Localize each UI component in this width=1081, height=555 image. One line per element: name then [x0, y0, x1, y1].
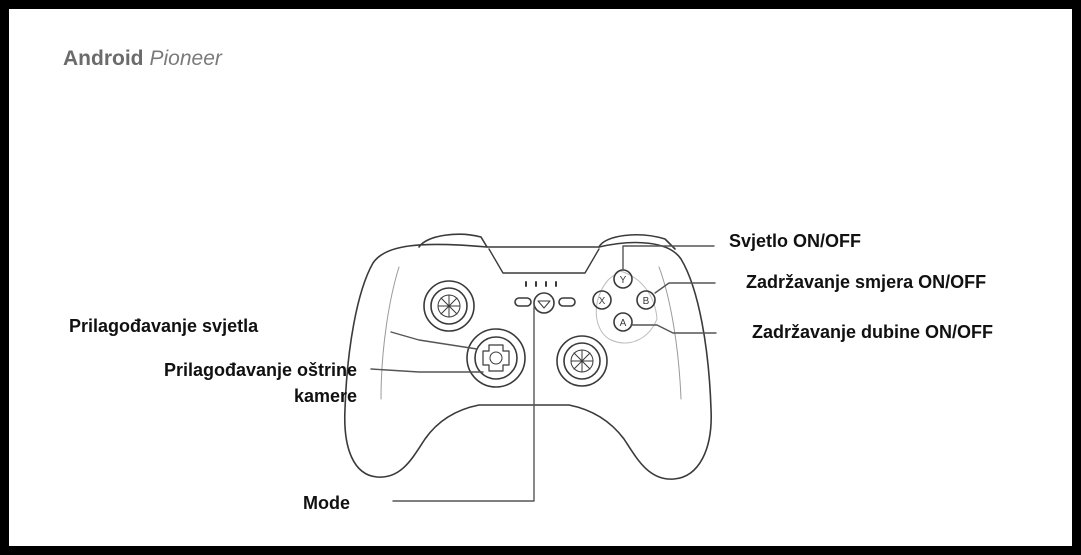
gamepad-diagram: Y X B A	[343, 233, 717, 502]
left-analog-stick	[423, 280, 475, 332]
controller-body	[343, 241, 712, 480]
label-camera-sharpness: Prilagođavanje oštrine kamere	[107, 359, 357, 407]
label-camera-sharpness-line2: kamere	[293, 386, 357, 406]
label-light-adjust: Prilagođavanje svjetla	[69, 316, 259, 336]
label-direction-hold: Zadržavanje smjera ON/OFF	[746, 272, 987, 292]
led-indicators	[525, 281, 557, 287]
face-buttons	[592, 269, 658, 344]
center-buttons	[514, 292, 576, 314]
leader-light-toggle	[622, 245, 715, 271]
leader-direction-hold	[654, 282, 716, 294]
right-analog-stick	[556, 335, 608, 387]
brand-name-italic: Pioneer	[149, 47, 222, 70]
label-depth-hold: Zadržavanje dubine ON/OFF	[752, 322, 994, 342]
controller-inner-outline	[380, 266, 400, 400]
dpad	[466, 328, 526, 388]
leader-depth-hold	[630, 324, 717, 334]
leader-light-adjust	[390, 331, 478, 350]
leader-mode	[392, 302, 535, 502]
leader-camera-sharpness	[370, 368, 484, 373]
brand-name-bold: Android	[63, 47, 144, 70]
button-a-label: A	[620, 318, 627, 329]
left-bumper	[418, 233, 488, 248]
label-camera-sharpness-line1: Prilagođavanje oštrine	[163, 360, 357, 380]
button-x-label: X	[599, 296, 606, 307]
button-b-label: B	[643, 296, 650, 307]
label-light-toggle: Svjetlo ON/OFF	[729, 231, 862, 251]
center-top-panel	[488, 248, 600, 274]
button-a	[613, 312, 633, 332]
controller-inner-outline-right	[658, 266, 682, 400]
right-bumper	[598, 234, 676, 250]
button-y-label: Y	[620, 275, 627, 286]
button-b	[636, 290, 656, 310]
label-mode: Mode	[303, 493, 350, 513]
button-x	[592, 290, 612, 310]
